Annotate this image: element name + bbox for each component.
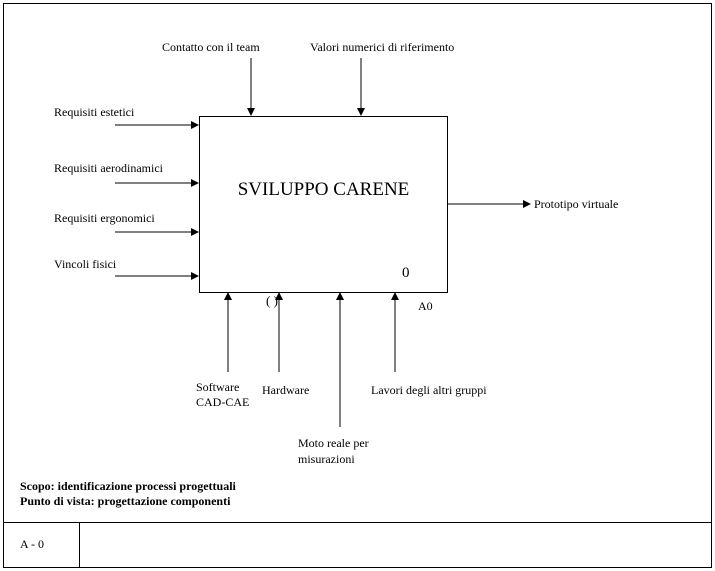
mechanism-label-hardware: Hardware bbox=[262, 383, 310, 397]
control-label-valori: Valori numerici di riferimento bbox=[310, 40, 455, 54]
input-label-vincoli: Vincoli fisici bbox=[54, 257, 117, 271]
input-label-aerodinamici: Requisiti aerodinamici bbox=[54, 161, 163, 175]
node-id: A0 bbox=[418, 299, 433, 313]
input-label-ergonomici: Requisiti ergonomici bbox=[54, 211, 155, 225]
function-title: SVILUPPO CARENE bbox=[237, 179, 410, 200]
mechanism-label-software-line1: Software bbox=[196, 380, 240, 394]
output-label-prototipo: Prototipo virtuale bbox=[534, 197, 619, 211]
mechanism-label-moto-line2: misurazioni bbox=[298, 452, 355, 466]
footer-divider bbox=[3, 522, 712, 523]
diagram-frame bbox=[3, 3, 712, 568]
mechanism-label-lavori: Lavori degli altri gruppi bbox=[371, 383, 487, 397]
scope-note: Scopo: identificazione processi progettu… bbox=[20, 479, 236, 493]
function-number: 0 bbox=[402, 265, 410, 281]
mechanism-label-moto-line1: Moto reale per bbox=[298, 436, 369, 450]
control-label-team: Contatto con il team bbox=[162, 40, 260, 54]
tunnel-mark: ( ) bbox=[266, 293, 278, 308]
viewpoint-note: Punto di vista: progettazione componenti bbox=[20, 494, 231, 508]
function-box bbox=[199, 116, 448, 293]
footer-separator bbox=[79, 522, 80, 568]
footer-node-label: A - 0 bbox=[20, 537, 44, 551]
input-label-estetici: Requisiti estetici bbox=[54, 105, 135, 119]
mechanism-label-software-line2: CAD-CAE bbox=[196, 395, 250, 409]
